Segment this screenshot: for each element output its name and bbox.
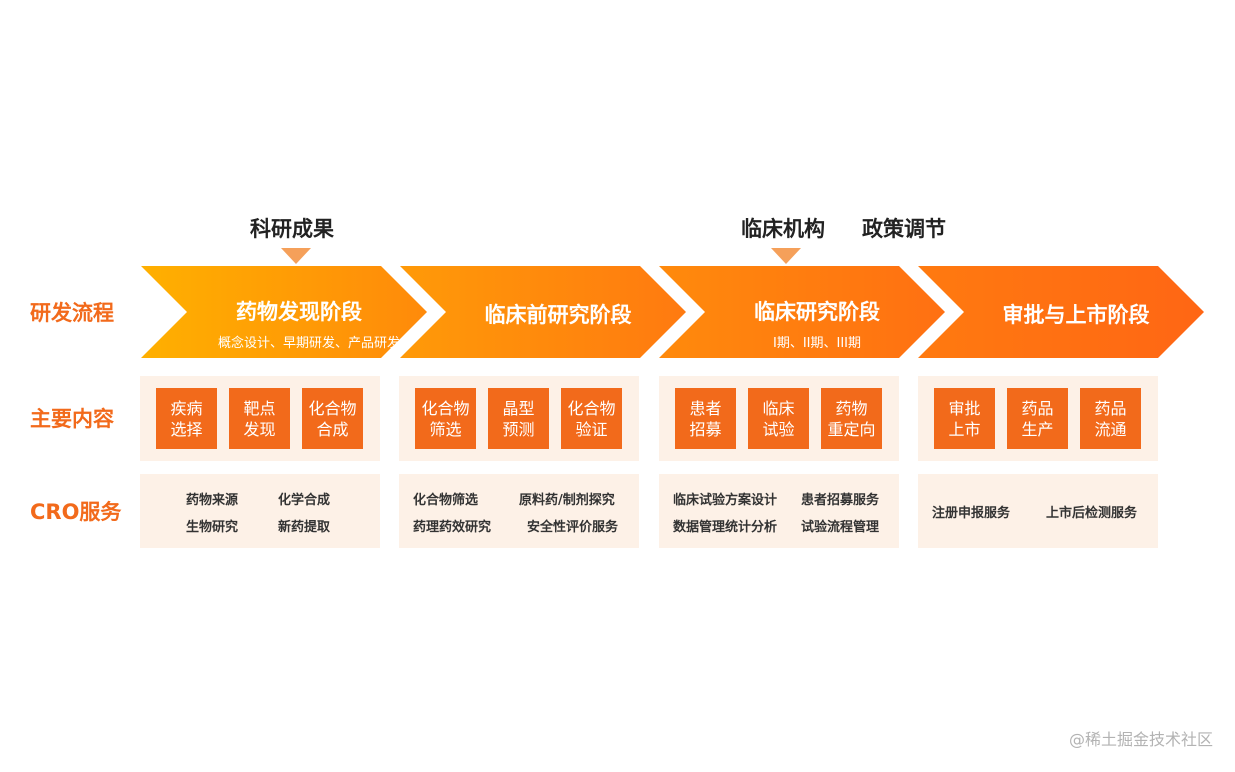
tile-line: 化合物 (567, 398, 616, 418)
tile-line: 招募 (689, 419, 722, 439)
content-tile: 审批上市 (934, 388, 995, 449)
tile-line: 药品 (1021, 398, 1054, 418)
row-label-process: 研发流程 (30, 301, 114, 325)
tile-line: 药品 (1094, 398, 1127, 418)
content-tile: 化合物筛选 (415, 388, 476, 449)
tile-line: 审批 (948, 398, 981, 418)
content-tile: 药品生产 (1007, 388, 1068, 449)
top-label-policy-regulation: 政策调节 (862, 217, 946, 241)
cro-service: 上市后检测服务 (1046, 506, 1138, 521)
top-label-clinical-institutions: 临床机构 (741, 217, 825, 241)
cro-service: 注册申报服务 (932, 506, 1011, 521)
cro-panel-drug-discovery: 药物来源 化学合成 生物研究 新药提取 (140, 474, 380, 548)
tile-line: 生产 (1021, 419, 1054, 439)
stage-title: 临床前研究阶段 (484, 303, 632, 327)
row-label-cro: CRO服务 (30, 500, 122, 524)
top-label-research-results: 科研成果 (250, 217, 334, 241)
cro-service: 安全性评价服务 (527, 520, 619, 535)
content-tile: 患者招募 (675, 388, 736, 449)
content-panel-approval: 审批上市 药品生产 药品流通 (918, 376, 1158, 461)
watermark: @稀土掘金技术社区 (1068, 730, 1213, 749)
cro-service: 临床试验方案设计 (673, 493, 778, 508)
cro-service: 生物研究 (186, 520, 239, 535)
chevron-shape (918, 266, 1204, 358)
cro-service: 原料药/制剂探究 (519, 493, 615, 508)
tile-line: 患者 (689, 398, 722, 418)
stage-subtitle: 概念设计、早期研发、产品研发 (217, 336, 400, 351)
content-tile: 药品流通 (1080, 388, 1141, 449)
row-label-content: 主要内容 (30, 407, 114, 431)
tile-line: 选择 (170, 419, 203, 439)
tile-line: 晶型 (502, 398, 535, 418)
tile-line: 靶点 (243, 398, 276, 418)
tile-line: 重定向 (827, 419, 876, 439)
stage-title: 临床研究阶段 (754, 300, 880, 324)
content-panel-drug-discovery: 疾病选择 靶点发现 化合物合成 (140, 376, 380, 461)
tile-line: 化合物 (308, 398, 357, 418)
stage-subtitle: I期、II期、III期 (772, 336, 861, 351)
tile-line: 流通 (1094, 419, 1127, 439)
chevron-shape (141, 266, 427, 358)
cro-service: 患者招募服务 (801, 493, 880, 508)
tile-line: 疾病 (170, 398, 203, 418)
tile-line: 上市 (948, 419, 981, 439)
cro-service: 化学合成 (278, 493, 331, 508)
content-panel-clinical: 患者招募 临床试验 药物重定向 (659, 376, 899, 461)
cro-service: 数据管理统计分析 (673, 520, 778, 535)
tile-line: 发现 (243, 419, 276, 439)
content-tile: 靶点发现 (229, 388, 290, 449)
stage-chevron-clinical: 临床研究阶段 I期、II期、III期 (659, 266, 945, 358)
down-arrow-icon (281, 248, 311, 264)
stage-chevron-approval: 审批与上市阶段 (918, 266, 1204, 358)
chevron-shape (659, 266, 945, 358)
content-tile: 晶型预测 (488, 388, 549, 449)
tile-line: 合成 (316, 419, 349, 439)
tile-line: 预测 (502, 419, 535, 439)
content-tile: 化合物合成 (302, 388, 363, 449)
stage-title: 药物发现阶段 (236, 300, 362, 324)
tile-line: 筛选 (429, 419, 462, 439)
cro-service: 化合物筛选 (413, 493, 479, 508)
content-tile: 化合物验证 (561, 388, 622, 449)
cro-service: 药物来源 (186, 493, 239, 508)
tile-line: 化合物 (421, 398, 470, 418)
cro-panel-approval: 注册申报服务 上市后检测服务 (918, 474, 1158, 548)
cro-service: 试验流程管理 (801, 520, 880, 535)
cro-service: 新药提取 (278, 520, 331, 535)
content-tile: 疾病选择 (156, 388, 217, 449)
cro-panel-clinical: 临床试验方案设计 患者招募服务 数据管理统计分析 试验流程管理 (659, 474, 899, 548)
down-arrow-icon (771, 248, 801, 264)
cro-panel-preclinical: 化合物筛选 原料药/制剂探究 药理药效研究 安全性评价服务 (399, 474, 639, 548)
stage-chevron-drug-discovery: 药物发现阶段 概念设计、早期研发、产品研发 (141, 266, 427, 358)
tile-line: 验证 (575, 419, 608, 439)
stage-chevron-preclinical: 临床前研究阶段 (400, 266, 686, 358)
content-panel-preclinical: 化合物筛选 晶型预测 化合物验证 (399, 376, 639, 461)
cro-service: 药理药效研究 (413, 520, 492, 535)
chevron-shape (400, 266, 686, 358)
tile-line: 试验 (762, 419, 795, 439)
tile-line: 药物 (835, 398, 868, 418)
content-tile: 药物重定向 (821, 388, 882, 449)
stage-title: 审批与上市阶段 (1002, 303, 1150, 327)
content-tile: 临床试验 (748, 388, 809, 449)
tile-line: 临床 (762, 398, 795, 418)
